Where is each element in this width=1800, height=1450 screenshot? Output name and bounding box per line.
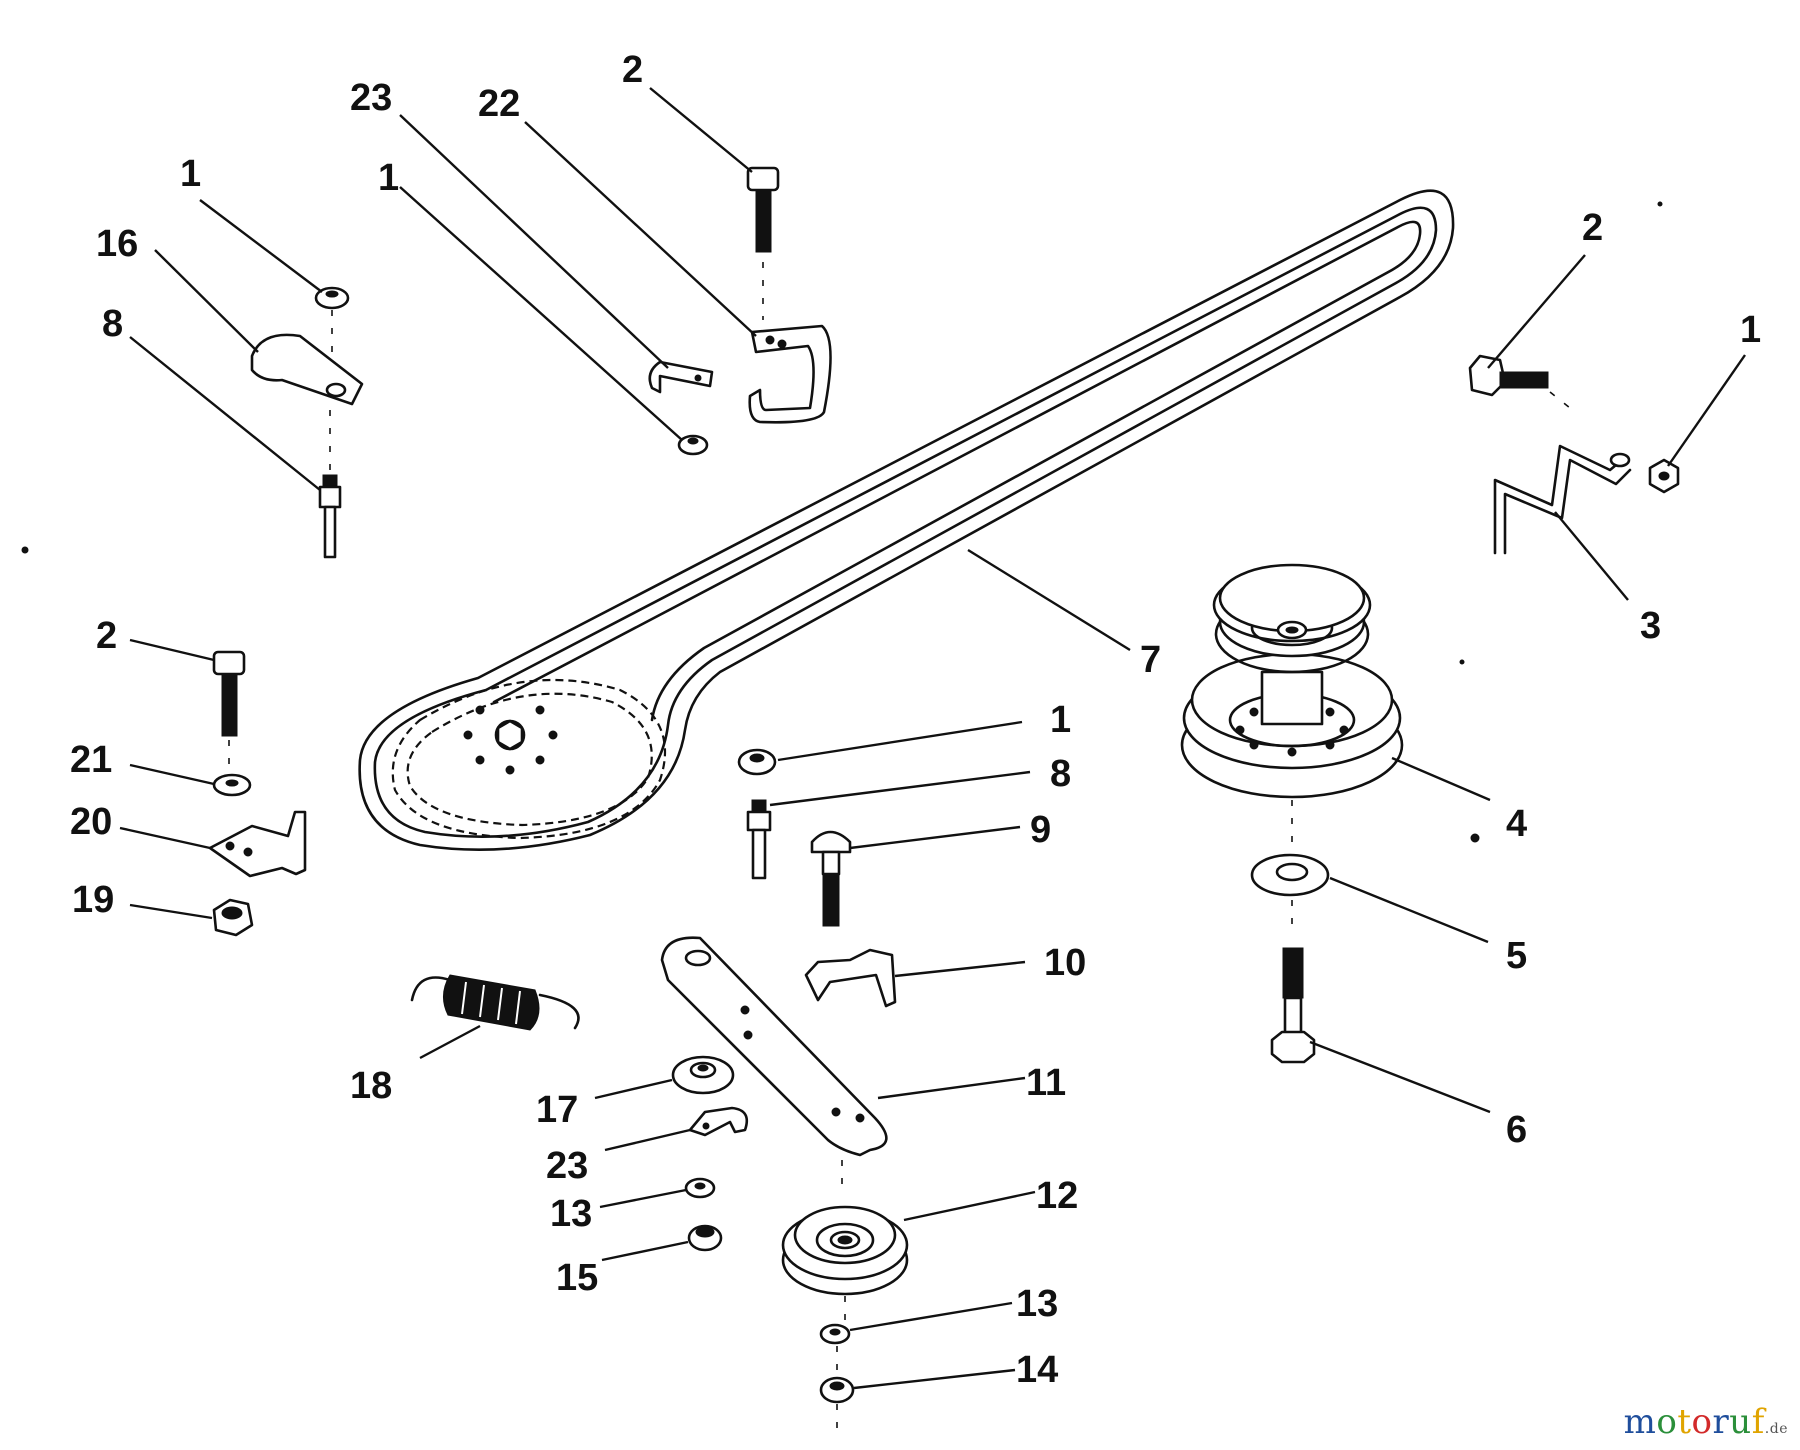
nut-left-top — [314, 286, 350, 360]
callout-6: 6 — [1506, 1109, 1527, 1151]
bracket-left — [208, 810, 307, 878]
callout-13-b: 13 — [1016, 1283, 1058, 1325]
callout-11: 11 — [1026, 1062, 1066, 1104]
clip-top — [648, 360, 714, 394]
callout-7: 7 — [1140, 639, 1161, 681]
callout-labels: 2 23 22 1 1 16 8 2 1 3 7 2 21 20 19 1 8 … — [70, 49, 1761, 1391]
spacer-washer — [671, 1055, 735, 1095]
callout-21: 21 — [70, 739, 112, 781]
callout-4: 4 — [1506, 803, 1527, 845]
callout-1-right: 1 — [1740, 309, 1761, 351]
callout-2-right: 2 — [1582, 207, 1603, 249]
callout-19: 19 — [72, 879, 114, 921]
bolt-right — [1468, 354, 1571, 409]
site-watermark: motoruf.de — [1624, 1402, 1788, 1442]
callout-20: 20 — [70, 801, 112, 843]
callout-23-top: 23 — [350, 77, 392, 119]
stud-center — [746, 799, 772, 880]
watermark-letter: u — [1729, 1402, 1752, 1442]
bolt-top — [746, 166, 780, 320]
callout-8-b: 8 — [1050, 753, 1071, 795]
callout-1-b: 1 — [378, 157, 399, 199]
bolt-left — [212, 650, 246, 770]
watermark-tld: .de — [1764, 1421, 1788, 1437]
tension-spring — [410, 974, 580, 1031]
callout-16: 16 — [96, 223, 138, 265]
washer-small-bottom — [819, 1323, 851, 1370]
washer-small-left — [684, 1177, 716, 1199]
locknut-left — [687, 1224, 723, 1252]
locknut-bottom — [819, 1376, 855, 1440]
idler-arm — [660, 936, 888, 1190]
nut-left — [212, 898, 254, 937]
watermark-letter: o — [1656, 1402, 1678, 1442]
nut-mid-top — [677, 434, 709, 456]
double-pulley — [1180, 563, 1404, 850]
watermark-letters: motoruf — [1624, 1402, 1765, 1442]
stud-left — [318, 410, 342, 559]
washer-left — [212, 773, 252, 797]
callout-2-top: 2 — [622, 49, 643, 91]
callout-1-c: 1 — [1050, 699, 1071, 741]
idler-pulley — [781, 1205, 909, 1320]
callout-9: 9 — [1030, 809, 1051, 851]
callout-17: 17 — [536, 1089, 578, 1131]
callout-1-a: 1 — [180, 153, 201, 195]
callout-14: 14 — [1016, 1349, 1058, 1391]
scan-specks — [21, 201, 1663, 843]
drive-belt — [358, 189, 1455, 851]
watermark-letter: t — [1677, 1402, 1692, 1442]
callout-10: 10 — [1044, 942, 1086, 984]
callout-3: 3 — [1640, 605, 1661, 647]
leader-lines — [119, 87, 1746, 1390]
idler-bracket — [804, 948, 897, 1008]
callout-5: 5 — [1506, 935, 1527, 977]
carriage-bolt — [810, 830, 852, 927]
callout-23-bottom: 23 — [546, 1145, 588, 1187]
callout-12: 12 — [1036, 1175, 1078, 1217]
belt-keeper-bracket — [250, 333, 364, 406]
belt-guide — [748, 324, 832, 424]
watermark-letter: r — [1712, 1402, 1730, 1442]
washer-pulley — [1250, 853, 1330, 935]
callout-18: 18 — [350, 1065, 392, 1107]
nut-center — [737, 748, 777, 776]
callout-2-left: 2 — [96, 615, 117, 657]
clip-bottom — [688, 1106, 749, 1137]
callout-8-a: 8 — [102, 303, 123, 345]
watermark-letter: o — [1691, 1402, 1713, 1442]
nut-right — [1648, 458, 1680, 494]
spring-rod — [1493, 444, 1632, 555]
callout-15: 15 — [556, 1257, 598, 1299]
watermark-letter: f — [1751, 1402, 1765, 1442]
callout-13-a: 13 — [550, 1193, 592, 1235]
callout-22: 22 — [478, 83, 520, 125]
watermark-letter: m — [1623, 1402, 1657, 1442]
bolt-pulley — [1270, 947, 1316, 1064]
